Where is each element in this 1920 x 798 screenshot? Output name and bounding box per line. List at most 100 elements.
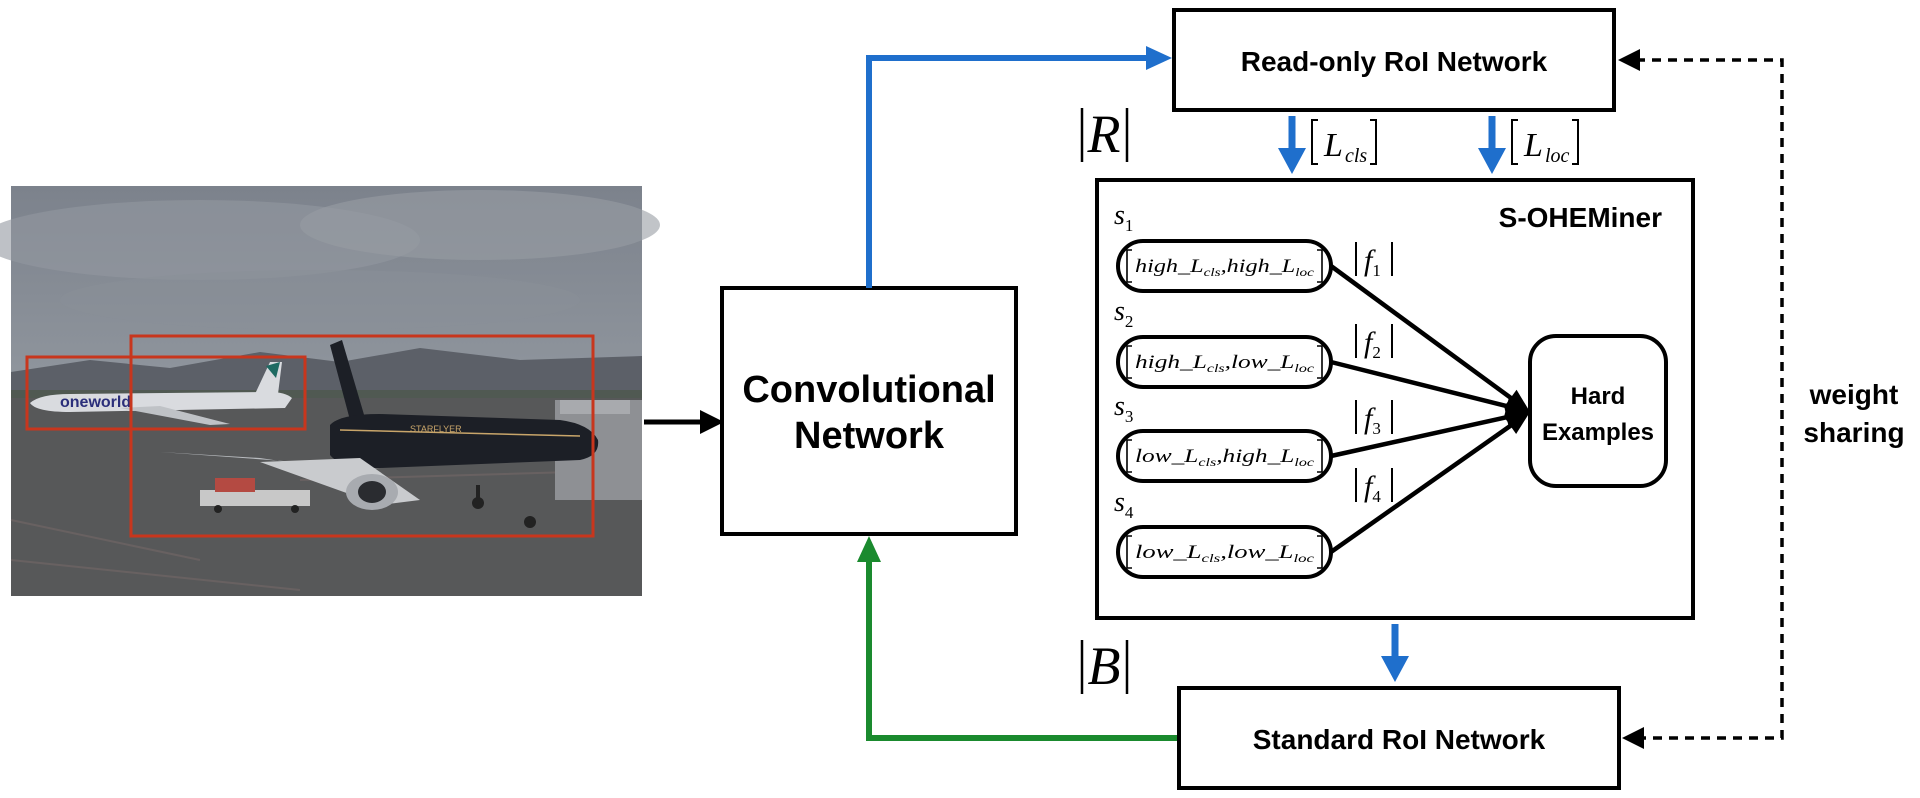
detection-box-foreground-plane — [129, 334, 595, 538]
stratum-comma: , — [1221, 256, 1227, 277]
stratum-level-loc: low — [1227, 542, 1266, 563]
stratum-underscore: _ — [1172, 542, 1187, 563]
stratum-underscore: _ — [1268, 256, 1282, 277]
stratum-label: s4 — [1114, 487, 1134, 522]
hard-label-line1: Hard — [1571, 383, 1626, 410]
lcls-sub: cls — [1345, 145, 1367, 167]
photo-mountains — [11, 348, 642, 392]
stratum-L: L — [1281, 256, 1296, 277]
R-cardinality: R — [1080, 104, 1129, 164]
stratum-level-loc: high — [1227, 256, 1270, 277]
stratum-bracket-left — [1126, 535, 1132, 569]
input-photo: oneworld STARFLYER — [0, 186, 660, 596]
stratum-L: L — [1279, 352, 1294, 373]
stratum-level-cls: high — [1135, 352, 1180, 373]
stratum-label-s: s — [1114, 391, 1125, 422]
stratum-bracket-right — [1317, 345, 1323, 379]
stratum-underscore: _ — [1177, 256, 1191, 277]
f-label-sub: 1 — [1372, 261, 1381, 280]
weight-sharing-line2: sharing — [1803, 417, 1904, 448]
photo-cloud — [60, 270, 580, 330]
stratum-underscore: _ — [1170, 446, 1185, 467]
stratum-label-s: s — [1114, 487, 1125, 518]
lloc-sub: loc — [1545, 145, 1570, 167]
stratum-arrow-head — [1504, 412, 1530, 434]
stratum-L: L — [1277, 542, 1293, 563]
standard-roi-label: Standard RoI Network — [1253, 724, 1546, 755]
B-symbol: B — [1088, 636, 1121, 696]
stratum-underscore: _ — [1264, 542, 1279, 563]
stratum-underscore: _ — [1179, 352, 1194, 373]
lcls-L: L — [1323, 127, 1343, 164]
arrow-readonly-to-ohem-cls — [1278, 116, 1306, 174]
photo-livery-text: STARFLYER — [410, 424, 462, 434]
stratum-sub-loc: loc — [1295, 265, 1315, 279]
arrow-ohem-to-standard — [1381, 624, 1409, 682]
photo-jet-bridge-roof — [560, 400, 630, 414]
stratum-level-cls: high — [1135, 256, 1178, 277]
stratum-L: L — [1191, 352, 1206, 373]
stratum-sub-loc: loc — [1293, 551, 1314, 565]
stratum-label-s: s — [1114, 296, 1125, 327]
hard-examples-box: Hard Examples — [1528, 334, 1668, 488]
stratum-level-cls: low — [1135, 446, 1172, 467]
photo-background-airplane: oneworld — [30, 362, 292, 425]
stratum-label-sub: 1 — [1125, 216, 1134, 235]
stratum-bracket-left — [1126, 249, 1132, 283]
arrow-conv-to-readonly — [866, 46, 1172, 288]
weight-sharing-line1: weight — [1809, 379, 1899, 410]
arrow-standard-to-conv — [857, 536, 1180, 741]
stratum-L: L — [1279, 446, 1294, 467]
stratum-sub-cls: cls — [1198, 455, 1216, 469]
R-symbol: R — [1087, 104, 1121, 164]
standard-roi-network-box: Standard RoI Network — [1177, 686, 1621, 790]
convolutional-network-box: Convolutional Network — [720, 286, 1018, 536]
arrow-readonly-to-ohem-loc — [1478, 116, 1506, 174]
detection-box-background-plane — [25, 355, 307, 431]
stratum-arrow-line — [1330, 359, 1514, 410]
stratum-level-loc: high — [1223, 446, 1268, 467]
stratum-sub-cls: cls — [1204, 265, 1221, 279]
stratum-L: L — [1189, 256, 1204, 277]
stratum-label: s3 — [1114, 391, 1133, 426]
stratum-sub-loc: loc — [1294, 361, 1314, 375]
conv-label-line1: Convolutional — [742, 369, 995, 411]
stratum-L: L — [1183, 446, 1198, 467]
readonly-roi-label: Read-only RoI Network — [1241, 46, 1548, 77]
stratum-bracket-right — [1317, 535, 1323, 569]
ohem-label: S-OHEMiner — [1499, 202, 1662, 233]
stratum-level-loc: low — [1231, 352, 1268, 373]
arrow-image-to-conv — [644, 410, 724, 434]
stratum-underscore: _ — [1266, 446, 1281, 467]
f-label-sub: 3 — [1372, 419, 1381, 438]
stratum-comma: , — [1216, 446, 1222, 467]
stratum-arrow-line — [1329, 420, 1517, 554]
weight-sharing-connector — [1618, 49, 1784, 749]
stratum-sub-cls: cls — [1207, 361, 1225, 375]
stratum-comma: , — [1225, 352, 1231, 373]
f-label-sub: 4 — [1372, 487, 1381, 506]
lloc-label: L loc — [1511, 119, 1579, 167]
lloc-L: L — [1523, 127, 1543, 164]
readonly-roi-network-box: Read-only RoI Network — [1172, 8, 1616, 112]
stratum-bracket-left — [1126, 345, 1132, 379]
stratum-sub-cls: cls — [1202, 551, 1221, 565]
stratum-label-sub: 2 — [1125, 312, 1134, 331]
photo-logo-text: oneworld — [60, 394, 131, 411]
stratum-arrow-line — [1329, 264, 1517, 404]
photo-ground-vehicle — [200, 478, 310, 513]
conv-label-line2: Network — [794, 415, 945, 457]
photo-cloud — [300, 190, 660, 260]
stratum-label: s2 — [1114, 296, 1133, 331]
stratum-arrow-line — [1330, 413, 1513, 459]
